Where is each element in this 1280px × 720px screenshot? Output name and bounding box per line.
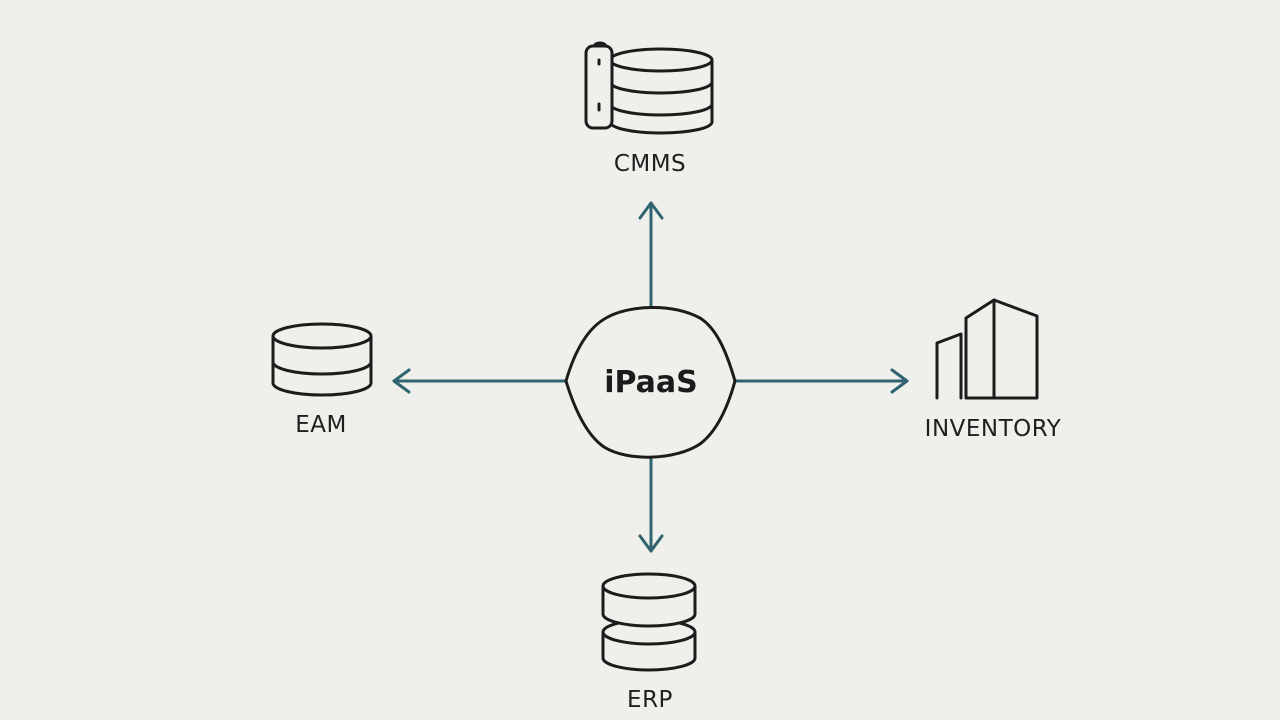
node-inventory: INVENTORY: [925, 298, 1062, 442]
node-label-inventory: INVENTORY: [925, 416, 1062, 442]
warehouse-buildings-icon: [935, 298, 1039, 400]
database-icon: [271, 322, 373, 397]
arrow-to-cmms: [638, 201, 664, 312]
node-label-cmms: CMMS: [614, 151, 686, 177]
node-label-erp: ERP: [627, 687, 673, 713]
hub-shape: [564, 306, 737, 459]
connector-arrows: [392, 201, 909, 553]
node-label-eam: EAM: [295, 412, 347, 438]
node-cmms: CMMS: [584, 41, 714, 177]
ipaas-hub: iPaaS: [564, 306, 737, 459]
node-eam: EAM: [271, 322, 373, 438]
arrow-to-erp: [638, 456, 664, 553]
database-server-icon: [584, 41, 714, 135]
node-erp: ERP: [601, 572, 697, 713]
arrow-to-inventory: [733, 368, 909, 394]
hub-label: iPaaS: [604, 365, 698, 400]
arrow-to-eam: [392, 368, 567, 394]
database-stack-icon: [601, 572, 697, 672]
